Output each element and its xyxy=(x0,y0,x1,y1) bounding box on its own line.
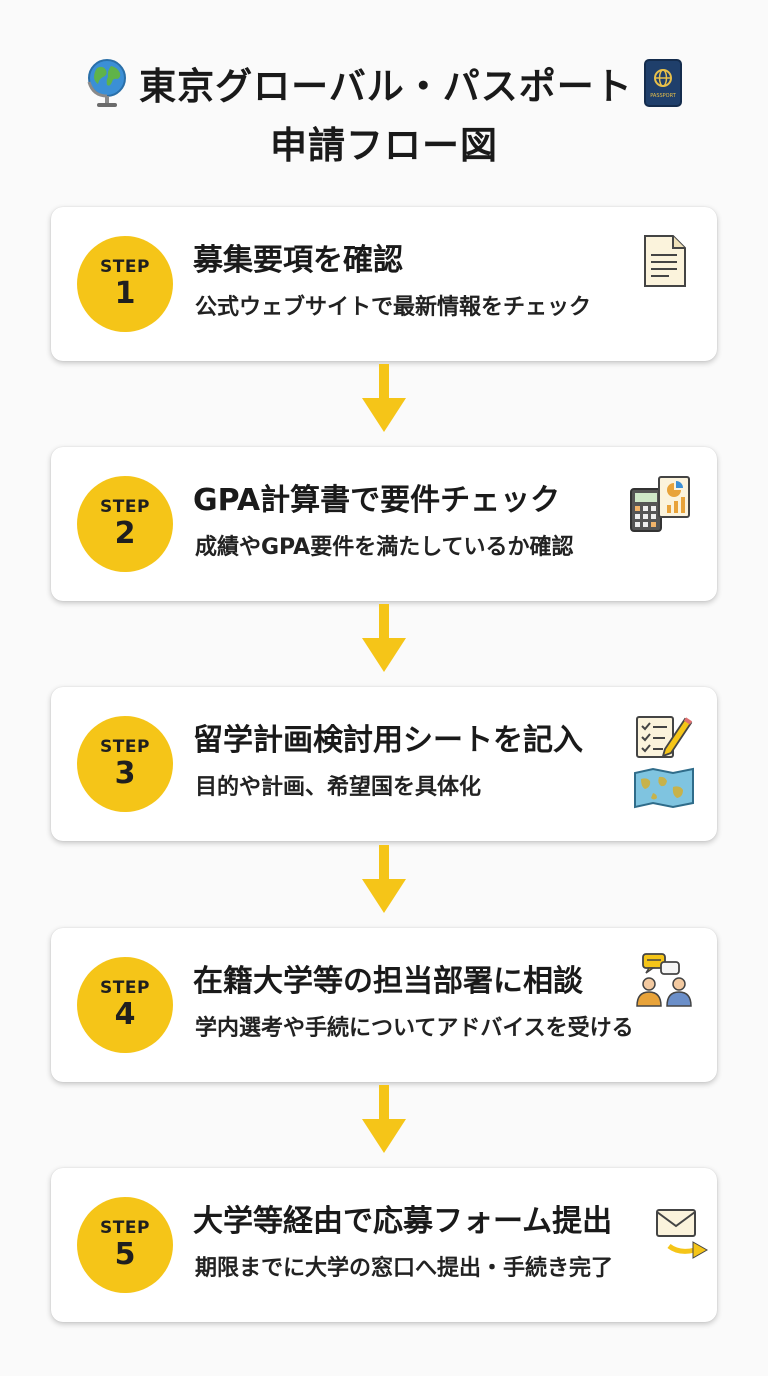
step-card-5: STEP 5 大学等経由で応募フォーム提出 期限までに大学の窓口へ提出・手続き完… xyxy=(51,1168,717,1322)
step-description: 成績やGPA要件を満たしているか確認 xyxy=(195,535,574,560)
step-label: STEP xyxy=(100,257,150,277)
passport-label: PASSPORT xyxy=(650,93,677,99)
document-icon xyxy=(644,235,686,287)
step-title: GPA計算書で要件チェック xyxy=(193,483,561,518)
arrow-down-icon xyxy=(362,845,406,913)
step-label: STEP xyxy=(100,978,150,998)
step-card-3: STEP 3 留学計画検討用シートを記入 目的や計画、希望国を具体化 xyxy=(51,687,717,841)
step-title: 大学等経由で応募フォーム提出 xyxy=(193,1204,613,1239)
page-title: 東京グローバル・パスポート PASSPORT 申請フロー図 xyxy=(0,52,768,174)
step-label: STEP xyxy=(100,737,150,757)
step-description: 学内選考や手続についてアドバイスを受ける xyxy=(195,1016,634,1041)
step-title: 募集要項を確認 xyxy=(193,243,403,278)
passport-icon: PASSPORT xyxy=(643,59,682,107)
world-map-icon xyxy=(634,767,694,809)
checklist-pencil-icon xyxy=(636,716,693,758)
consultation-people-icon xyxy=(636,953,692,1007)
title-text: 東京グローバル・パスポート xyxy=(139,65,633,108)
calculator-icon xyxy=(630,476,690,532)
step-badge: STEP 3 xyxy=(77,716,173,812)
step-title: 留学計画検討用シートを記入 xyxy=(193,723,583,758)
arrow-down-icon xyxy=(362,1085,406,1153)
step-number: 1 xyxy=(114,276,136,311)
step-description: 公式ウェブサイトで最新情報をチェック xyxy=(195,295,592,320)
step-card-4: STEP 4 在籍大学等の担当部署に相談 学内選考や手続についてアドバイスを受け… xyxy=(51,928,717,1082)
step-card-1: STEP 1 募集要項を確認 公式ウェブサイトで最新情報をチェック xyxy=(51,207,717,361)
step-description: 目的や計画、希望国を具体化 xyxy=(195,775,482,800)
step-badge: STEP 1 xyxy=(77,236,173,332)
envelope-send-icon xyxy=(656,1209,709,1259)
title-line-1: 東京グローバル・パスポート PASSPORT xyxy=(0,52,768,114)
step-number: 4 xyxy=(114,997,136,1032)
step-card-2: STEP 2 GPA計算書で要件チェック 成績やGPA要件を満たしているか確認 xyxy=(51,447,717,601)
step-badge: STEP 4 xyxy=(77,957,173,1053)
step-description: 期限までに大学の窓口へ提出・手続き完了 xyxy=(195,1256,614,1281)
globe-icon xyxy=(87,59,127,107)
arrow-down-icon xyxy=(362,364,406,432)
step-number: 2 xyxy=(114,516,136,551)
report-chart-icon xyxy=(658,476,690,518)
step-badge: STEP 2 xyxy=(77,476,173,572)
arrow-down-icon xyxy=(362,604,406,672)
step-number: 3 xyxy=(114,756,136,791)
step-label: STEP xyxy=(100,497,150,517)
title-line-2: 申請フロー図 xyxy=(270,124,498,167)
step-badge: STEP 5 xyxy=(77,1197,173,1293)
step-number: 5 xyxy=(114,1237,136,1272)
step-label: STEP xyxy=(100,1218,150,1238)
step-title: 在籍大学等の担当部署に相談 xyxy=(193,964,583,999)
